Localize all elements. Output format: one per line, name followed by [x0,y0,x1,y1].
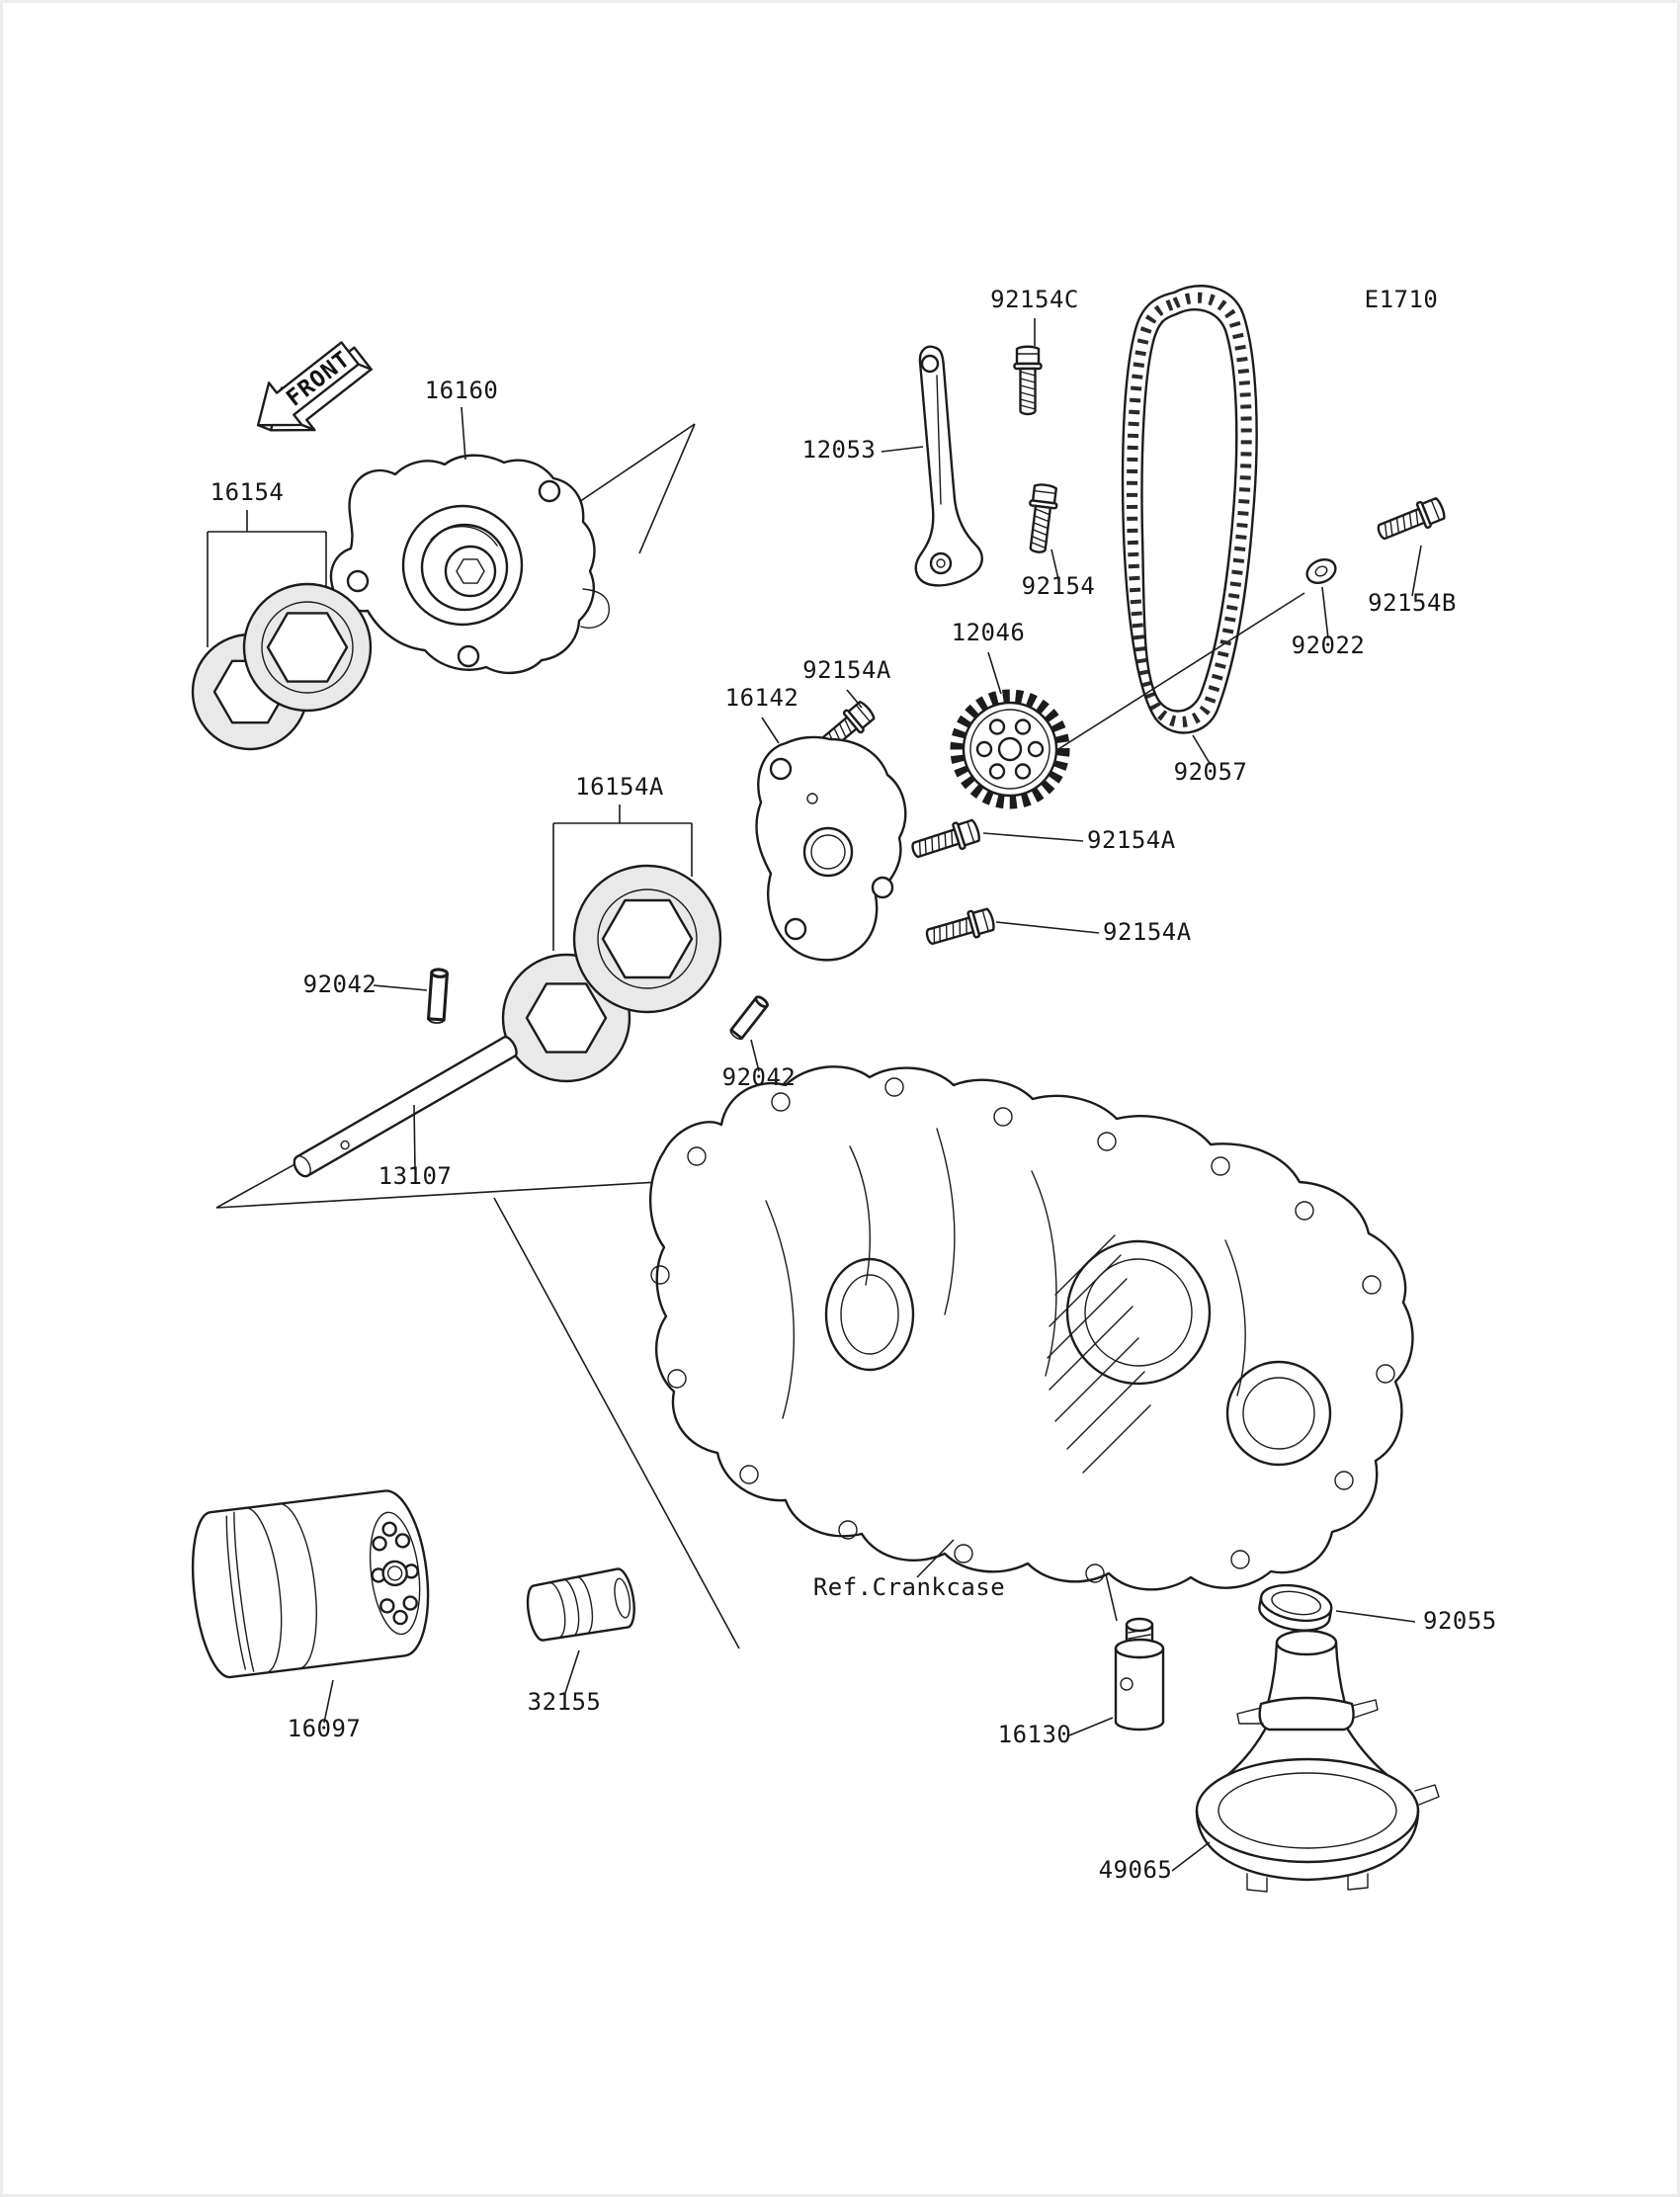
label-92154a-1: 92154A [802,656,891,684]
label-92154c: 92154C [990,286,1079,313]
label-49065: 49065 [1099,1856,1173,1884]
part-ref-crankcase [648,1065,1414,1591]
label-16130: 16130 [998,1721,1072,1748]
leader-lines [207,318,1422,1872]
part-rotor-set-16154 [191,582,373,751]
part-labels: E1710 16160 16154 12053 92154C 92154 120… [210,286,1497,1884]
part-shaft-13107 [293,1035,518,1178]
part-bolt-92154a-3 [922,904,998,952]
label-92042-2: 92042 [722,1063,797,1091]
part-oil-filter-16097 [192,1489,430,1679]
part-bolt-92154c [1013,345,1043,416]
label-92154b: 92154B [1368,589,1457,617]
label-16154: 16154 [210,478,285,506]
label-92154: 92154 [1022,572,1096,600]
label-16160: 16160 [425,377,499,404]
label-16154a: 16154A [575,773,664,801]
part-bolt-92154 [1023,481,1060,555]
label-32155: 32155 [528,1688,602,1716]
label-13107: 13107 [378,1162,453,1190]
part-pin-92042-2 [727,993,771,1043]
part-bolt-92154b [1373,493,1449,547]
label-92022: 92022 [1292,632,1366,659]
label-92154a-2: 92154A [1087,826,1176,854]
part-pin-92042-1 [426,967,450,1026]
part-sprocket-12046 [950,689,1070,809]
part-joint-32155 [526,1567,635,1642]
part-cap-92055 [1258,1583,1333,1632]
part-washer-92022 [1305,557,1337,585]
label-92042-1: 92042 [303,971,378,998]
label-92057: 92057 [1174,758,1248,786]
part-relief-valve-16130 [1114,1617,1165,1732]
part-oil-pump-16160 [329,454,610,675]
label-ref-crankcase: Ref.Crankcase [813,1573,1005,1601]
label-92055: 92055 [1423,1607,1497,1635]
part-chain-92057 [1121,285,1258,734]
label-12046: 12046 [952,619,1026,646]
label-12053: 12053 [802,436,877,464]
label-16097: 16097 [288,1715,362,1742]
part-pump-cover-16142 [755,735,907,962]
front-direction-arrow: FRONT [256,341,373,432]
part-chain-guide-12053 [914,345,983,587]
part-bolt-92154a-2 [907,815,983,865]
part-rotor-set-16154a [501,864,722,1083]
label-16142: 16142 [725,684,799,712]
part-oil-screen-49065 [1195,1629,1440,1893]
label-page-code: E1710 [1365,286,1439,313]
label-92154a-3: 92154A [1103,918,1192,946]
